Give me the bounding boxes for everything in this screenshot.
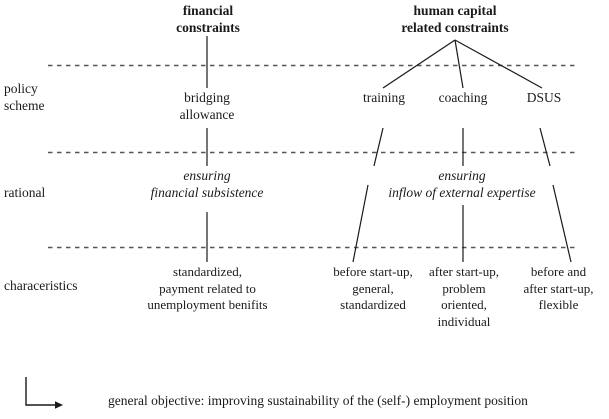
characteristics-bridging-allowance: standardized, payment related to unemplo… bbox=[147, 264, 268, 312]
connector-training-to-charac bbox=[352, 184, 369, 263]
characteristics-coaching: after start-up, problem oriented, indivi… bbox=[428, 264, 500, 329]
rational-inflow-of-external-expertise: ensuring inflow of external expertise bbox=[388, 168, 536, 200]
connector-humancap-to-dsus bbox=[454, 39, 543, 89]
connector-training-to-rational bbox=[373, 127, 384, 167]
node-training: training bbox=[363, 90, 405, 105]
connector-dsus-to-charac bbox=[552, 184, 572, 263]
rational-financial-subsistence: ensuring financial subsistence bbox=[150, 168, 264, 200]
general-objective-text: general objective: improving sustainabil… bbox=[108, 393, 528, 408]
node-dsus: DSUS bbox=[526, 90, 562, 105]
row-label-policy-scheme: policy scheme bbox=[4, 81, 45, 113]
connector-humancap-to-coaching bbox=[454, 39, 464, 89]
column-header-financial-constraints: financial constraints bbox=[176, 3, 240, 35]
connector-dsus-to-rational bbox=[539, 127, 551, 167]
characteristics-dsus: before and after start-up, flexible bbox=[523, 264, 594, 312]
row-label-characeristics: characeristics bbox=[4, 278, 78, 293]
connector-humancap-to-training bbox=[382, 39, 456, 89]
row-label-rational: rational bbox=[4, 185, 46, 200]
node-bridging-allowance: bridging allowance bbox=[179, 90, 235, 122]
objective-arrowhead bbox=[55, 401, 63, 409]
node-coaching: coaching bbox=[438, 90, 488, 105]
column-header-human-capital-related-constraints: human capital related constraints bbox=[401, 3, 509, 35]
objective-arrow bbox=[25, 377, 55, 406]
characteristics-training: before start-up, general, standardized bbox=[333, 264, 413, 312]
